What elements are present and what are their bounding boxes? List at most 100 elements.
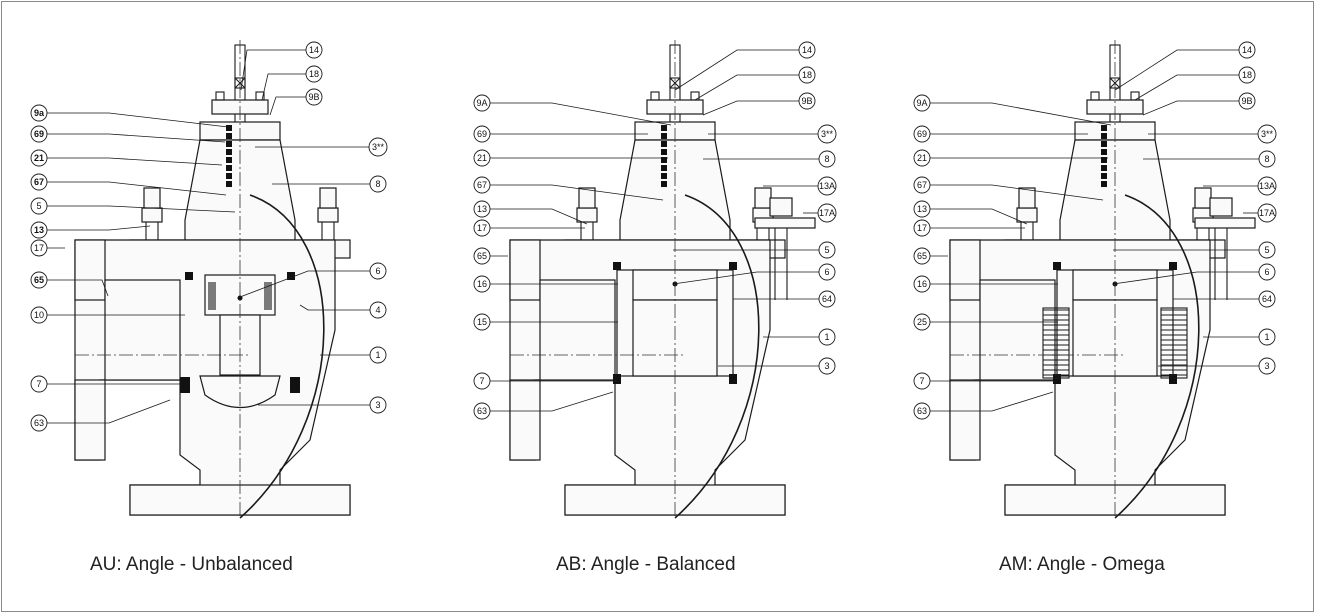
- callout-label: 5: [1264, 245, 1269, 255]
- callout-label: 13: [477, 204, 487, 214]
- callout-bubble: [369, 175, 387, 193]
- callout-bubble: [473, 94, 491, 112]
- inlet-flange-bottom: [509, 379, 541, 461]
- callout-label: 8: [375, 179, 380, 189]
- callout-label: 3**: [1261, 129, 1274, 139]
- callout-bubble: [913, 372, 931, 390]
- callout-bubble: [30, 271, 48, 289]
- callout-label: 5: [36, 201, 41, 211]
- callout-leader: [1114, 49, 1239, 91]
- callout-bubble: [369, 262, 387, 280]
- callout-label: 9B: [1241, 96, 1252, 106]
- packing-ring: [226, 165, 232, 171]
- callout-bubble: [473, 125, 491, 143]
- callout-bubble: [305, 88, 323, 106]
- callout-label: 6: [824, 267, 829, 277]
- callout-label: 69: [477, 129, 487, 139]
- callout-label: 64: [1262, 294, 1272, 304]
- packing-ring: [661, 149, 667, 155]
- callout-8: 8: [272, 175, 387, 193]
- callout-8: 8: [703, 150, 836, 168]
- callout-label: 17A: [1259, 208, 1275, 218]
- callout-3: 3: [1158, 357, 1276, 375]
- callout-18: 18: [694, 66, 816, 101]
- packing-ring: [1101, 181, 1107, 187]
- callout-label: 14: [802, 45, 812, 55]
- callout-leader: [930, 208, 1028, 225]
- callout-label: 13A: [819, 181, 835, 191]
- callout-leader: [299, 304, 370, 311]
- callout-bubble: [473, 372, 491, 390]
- packing-ring: [1101, 165, 1107, 171]
- callout-leader: [47, 133, 226, 143]
- valve-view-angle-balanced: 14189B9A69216713176516157633**813A17A566…: [473, 40, 837, 519]
- callout-label: 14: [309, 45, 319, 55]
- callout-9A: 9A: [913, 94, 1112, 126]
- callout-63: 63: [913, 391, 1054, 420]
- callout-bubble: [473, 200, 491, 218]
- callout-17: 17: [473, 219, 585, 237]
- gland-nut: [650, 91, 660, 101]
- callout-8: 8: [1143, 150, 1276, 168]
- callout-bubble: [818, 150, 836, 168]
- callout-leader: [930, 184, 1104, 201]
- callout-9B: 9B: [1142, 92, 1256, 116]
- callout-bubble: [368, 137, 388, 157]
- inlet-flange-top: [949, 239, 981, 301]
- callout-1: 1: [763, 328, 836, 346]
- callout-3: 3: [258, 396, 387, 414]
- packing-ring: [226, 181, 232, 187]
- callout-65: 65: [473, 247, 508, 265]
- callout-bubble: [913, 247, 931, 265]
- callout-bubble: [30, 125, 48, 143]
- callout-leader: [47, 112, 229, 128]
- callout-leader: [239, 270, 370, 298]
- packing-ring: [661, 125, 667, 131]
- callout-leader: [1134, 74, 1239, 101]
- callout-label: 67: [477, 180, 487, 190]
- packing-ring: [1101, 149, 1107, 155]
- callout-bubble: [369, 396, 387, 414]
- callout-label: 6: [375, 266, 380, 276]
- callout-bubble: [30, 375, 48, 393]
- callout-label: 65: [917, 251, 927, 261]
- callout-9B: 9B: [702, 92, 816, 116]
- stud-nut: [1016, 207, 1038, 223]
- callout-bubble: [798, 41, 816, 59]
- gasket: [729, 262, 737, 270]
- callout-bubble: [369, 346, 387, 364]
- callout-bubble: [913, 219, 931, 237]
- inlet-flange-bottom: [949, 379, 981, 461]
- callout-leader: [490, 391, 614, 412]
- callout-bubble: [1258, 290, 1276, 308]
- callout-leader: [269, 96, 306, 116]
- side-washer: [1194, 217, 1256, 229]
- callout-6: 6: [239, 262, 387, 298]
- callout-label: 64: [822, 294, 832, 304]
- callout-label: 67: [34, 177, 44, 187]
- stud-nut: [141, 207, 163, 223]
- callout-bubble: [1258, 263, 1276, 281]
- callout-leader: [490, 208, 588, 225]
- seat-ring: [613, 374, 621, 384]
- callout-label: 67: [917, 180, 927, 190]
- callout-6: 6: [1112, 263, 1276, 285]
- callout-15: 15: [473, 313, 618, 331]
- packing-ring: [661, 181, 667, 187]
- callout-18: 18: [261, 65, 323, 101]
- callout-17: 17: [913, 219, 1025, 237]
- gasket: [185, 272, 193, 280]
- callout-bubble: [818, 328, 836, 346]
- callout-leader: [47, 181, 227, 196]
- packing-ring: [226, 149, 232, 155]
- gasket: [287, 272, 295, 280]
- stud-nut: [576, 207, 598, 223]
- callout-leader: [47, 157, 223, 166]
- callout-leader: [1142, 100, 1239, 116]
- callout-3starstar: 3**: [255, 137, 388, 157]
- callout-bubble: [30, 197, 48, 215]
- callout-label: 10: [34, 310, 44, 320]
- callout-bubble: [305, 41, 323, 59]
